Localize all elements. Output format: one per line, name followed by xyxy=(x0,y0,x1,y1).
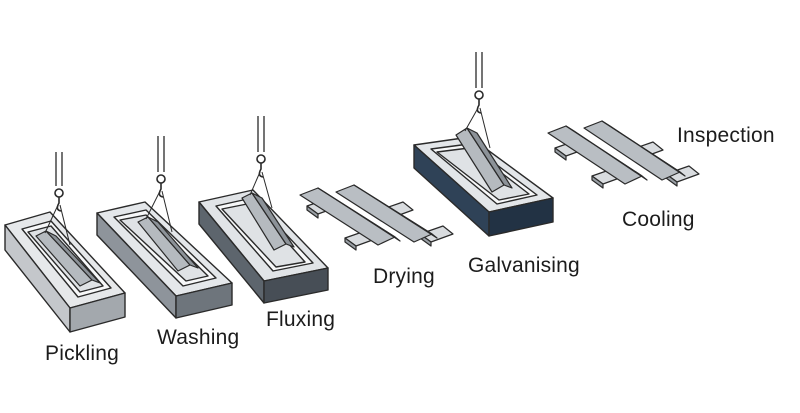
step-label-washing: Washing xyxy=(157,326,240,349)
cooling-rack xyxy=(547,120,700,189)
pickling-steel-beam xyxy=(35,230,101,287)
galvanising-crane-hook xyxy=(464,52,491,149)
step-label-cooling: Cooling xyxy=(622,208,695,231)
galvanising-steel-beam xyxy=(455,127,513,193)
step-label-pickling: Pickling xyxy=(45,342,119,365)
step-label-drying: Drying xyxy=(373,265,435,288)
fluxing-steel-beam xyxy=(241,192,295,251)
washing-steel-beam xyxy=(137,216,199,272)
drying-rack xyxy=(299,184,454,251)
pickling-crane-hook xyxy=(44,152,71,246)
washing-crane-hook xyxy=(145,136,173,233)
step-label-fluxing: Fluxing xyxy=(266,308,336,331)
fluxing-crane-hook xyxy=(249,116,273,209)
step-label-inspection: Inspection xyxy=(677,124,775,147)
step-label-galvanising: Galvanising xyxy=(468,254,580,277)
